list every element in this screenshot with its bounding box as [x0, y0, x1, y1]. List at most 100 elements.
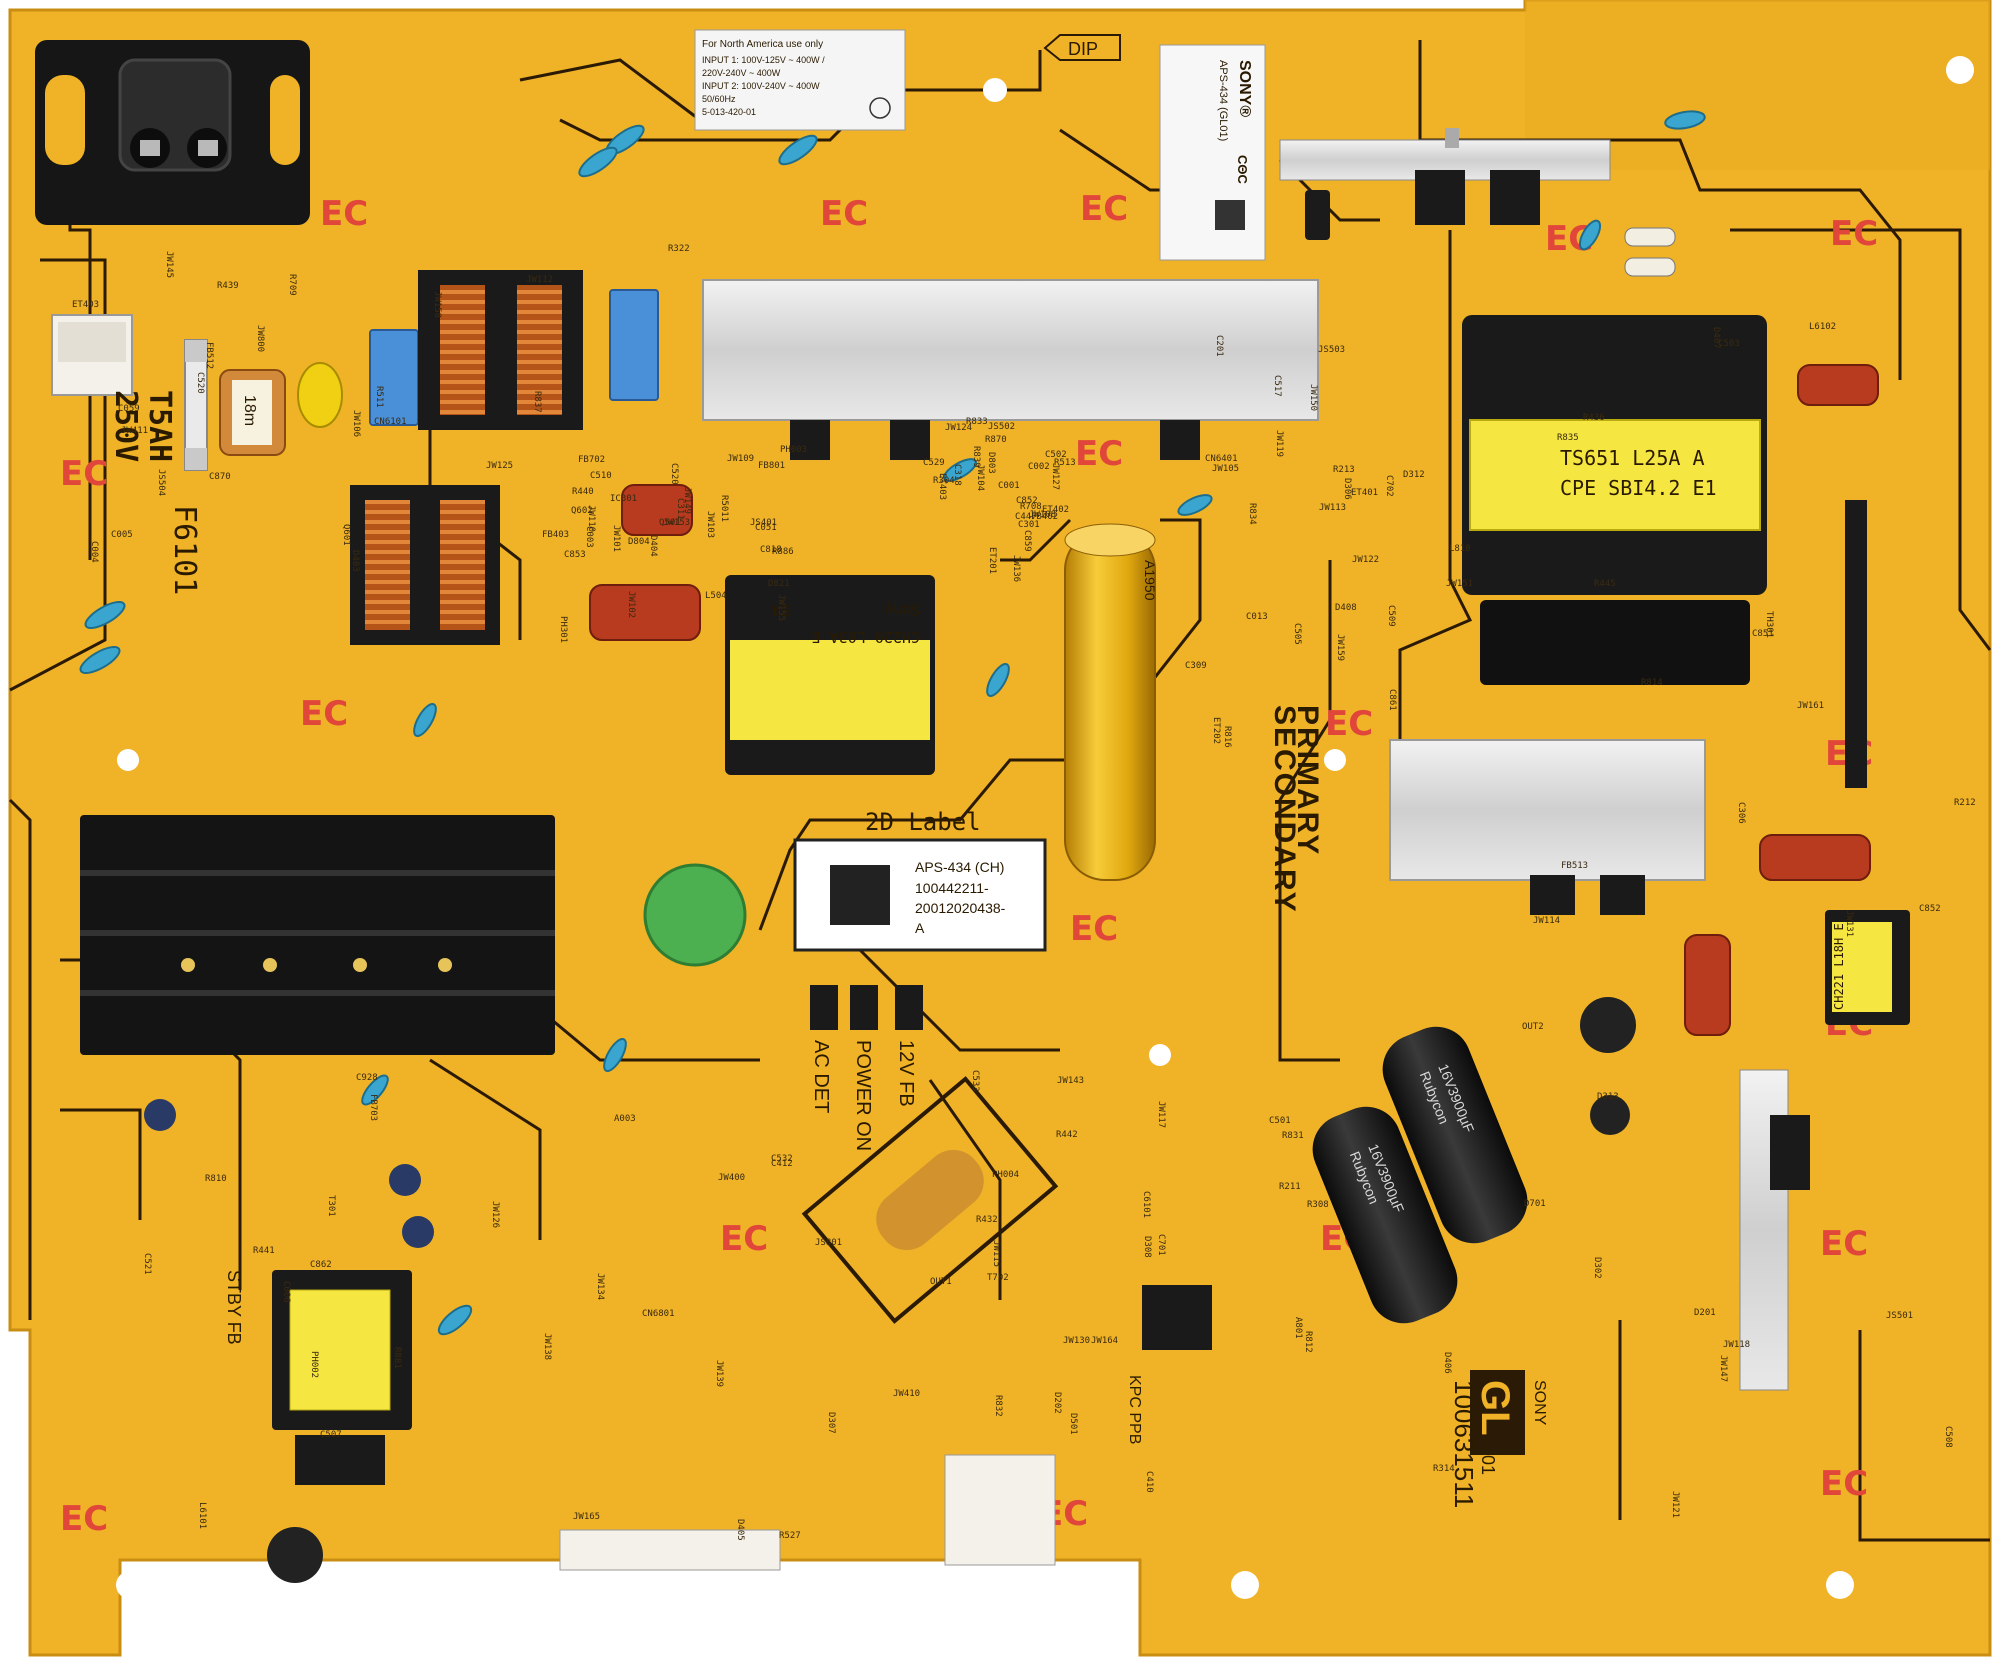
ref-jw124: JW124 [945, 423, 972, 433]
sony-r-label: SONY® [1236, 60, 1253, 117]
svg-text:EC: EC [1325, 704, 1373, 744]
svg-text:EC: EC [1075, 434, 1123, 474]
heatsink-secondary-icon [1389, 739, 1706, 915]
ref-js501: JS501 [1886, 1311, 1913, 1321]
na-line-3: 220V-240V ~ 400W [702, 68, 781, 78]
ref-c001: C001 [998, 481, 1020, 491]
ref-c859: C859 [1022, 530, 1032, 552]
ref-r831: R831 [1282, 1131, 1304, 1141]
ref-d405: D405 [735, 1519, 745, 1541]
ref-c533: C533 [970, 1070, 980, 1092]
sony-side-label: SONY® APS-434 (GL01) CΘC [1159, 44, 1266, 261]
diagonal-chip [801, 1076, 1059, 1324]
toroid-icon [1305, 190, 1330, 240]
ref-out2: OUT2 [1522, 1022, 1544, 1032]
ref-d821: D821 [768, 579, 790, 589]
ref-q601: Q601 [341, 524, 351, 546]
ref-r314: R314 [1433, 1464, 1455, 1474]
ref-jw411: JW411 [121, 426, 148, 436]
qr-code-2d-icon [830, 865, 890, 925]
ref-cn6401: CN6401 [1205, 454, 1238, 464]
ref-jw118: JW118 [1723, 1340, 1750, 1350]
ref-r810: R810 [205, 1174, 227, 1184]
ref-r436: R436 [1583, 413, 1605, 423]
ref-jw125: JW125 [486, 461, 513, 471]
stby-fb-label: STBY FB [224, 1270, 244, 1345]
ref-c410: C410 [1144, 1471, 1154, 1493]
ref-c510: C510 [590, 471, 612, 481]
na-line-6: 5-013-420-01 [702, 107, 756, 117]
ref-th301: TH301 [1764, 611, 1774, 638]
big-transformer-line-2: CPE SBI4.2 E1 [1560, 476, 1717, 500]
ref-jw110: JW110 [586, 505, 596, 532]
ref-c059: C059 [118, 404, 140, 414]
ref-c851: C851 [1752, 629, 1774, 639]
choke-18m-icon: 18m [219, 369, 286, 456]
ref-c502: C502 [1045, 450, 1067, 460]
ref-c861: C861 [1387, 689, 1397, 711]
label-2d-line-2: 100442211- [915, 880, 989, 896]
ref-fb512: FB512 [204, 342, 214, 369]
ref-c501: C501 [1269, 1116, 1291, 1126]
heatsink-left-icon [80, 815, 555, 1055]
ref-c702: C702 [1384, 475, 1394, 497]
ref-d313: D313 [1597, 1092, 1619, 1102]
ref-jw117: JW117 [1156, 1101, 1166, 1128]
ref-l6101: L6101 [197, 1502, 207, 1529]
input-connector-icon [51, 314, 133, 396]
reference-designators: CN6101JW101L6101C6101L6102C013C001C004C0… [72, 244, 1976, 1541]
ref-jw108: JW108 [1029, 510, 1056, 520]
ref-ph002: PH002 [309, 1351, 319, 1378]
ref-ph301: PH301 [558, 616, 568, 643]
north-america-label: For North America use only INPUT 1: 100V… [694, 29, 906, 131]
mounting-holes [116, 56, 1974, 1599]
ref-d803: D803 [986, 452, 996, 474]
ref-fb403: FB403 [542, 530, 569, 540]
ref-d407: D407 [1711, 327, 1721, 349]
bulk-capacitor-icon: A1950 [1064, 523, 1158, 881]
ref-c005: C005 [111, 530, 133, 540]
ref-jw400: JW400 [718, 1173, 745, 1183]
blue-capacitors [79, 110, 1706, 1336]
ref-jw134: JW134 [595, 1273, 605, 1300]
ref-d302: D302 [1592, 1257, 1602, 1279]
ref-et403: ET403 [72, 300, 99, 310]
ref-c852: C852 [1919, 904, 1941, 914]
ref-a801: A801 [1293, 1317, 1303, 1339]
ref-d308: D308 [1142, 1236, 1152, 1258]
ref-jw131: JW131 [1844, 910, 1854, 937]
ref-c002: C002 [1028, 462, 1050, 472]
label-2d-line-4: A [915, 920, 925, 936]
ref-l810: L810 [1449, 544, 1471, 554]
ref-r211: R211 [1279, 1182, 1301, 1192]
fuse-icon [184, 339, 208, 471]
ref-r442: R442 [1056, 1130, 1078, 1140]
ref-c520: C520 [195, 372, 205, 394]
connector-cn6401-icon [559, 1529, 781, 1571]
ref-r835: R835 [1557, 433, 1579, 443]
ref-r708: R708 [1020, 502, 1042, 512]
ref-jw155: JW155 [776, 594, 786, 621]
ref-l6102: L6102 [1809, 322, 1836, 332]
ref-c309: C309 [1185, 661, 1207, 671]
ref-r511: R511 [374, 386, 384, 408]
svg-text:EC: EC [60, 1499, 108, 1539]
mid-transformer-line-1: CH220 L03A E [812, 628, 920, 646]
ref-r439: R439 [217, 281, 239, 291]
pin-label-power-on: POWER ON [852, 1040, 874, 1151]
ref-ph004: PH004 [992, 1170, 1019, 1180]
ref-jw800: JW800 [255, 325, 265, 352]
ref-c862: C862 [310, 1260, 332, 1270]
ref-c311: C311 [675, 498, 685, 520]
ref-c412: C412 [771, 1159, 793, 1169]
resistors-top-right [1305, 190, 1676, 277]
ref-js504: JS504 [156, 469, 166, 496]
ref-c870: C870 [209, 472, 231, 482]
ref-et201: ET201 [987, 547, 997, 574]
fuse-text-1: T5AH [142, 390, 177, 462]
ref-c006: C006 [281, 1281, 291, 1303]
label-2d-title: 2D Label [865, 808, 981, 836]
ref-fb703: FB703 [368, 1094, 378, 1121]
